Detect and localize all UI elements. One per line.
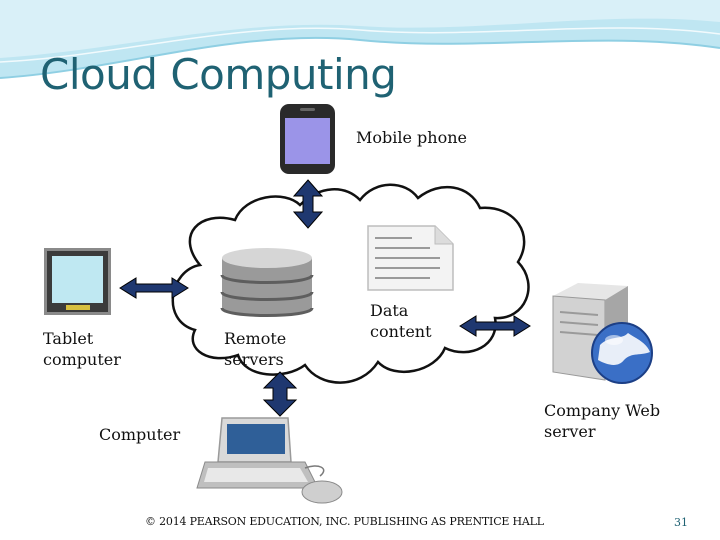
mobile-phone-icon	[280, 104, 335, 174]
label-computer: Computer	[99, 425, 181, 444]
document-icon	[367, 225, 454, 291]
arrow-cloud-computer	[262, 371, 298, 417]
slide-title: Cloud Computing	[40, 50, 397, 99]
header-banner	[0, 0, 720, 79]
tablet-icon	[44, 248, 111, 315]
label-remote-servers: Remote servers	[224, 329, 287, 369]
label-company-web-server: Company Web server	[544, 401, 661, 441]
database-icon	[220, 248, 314, 317]
label-mobile-phone: Mobile phone	[356, 128, 467, 147]
globe-icon	[591, 322, 653, 384]
page-number: 31	[674, 516, 688, 529]
footer-copyright: © 2014 PEARSON EDUCATION, INC. PUBLISHIN…	[145, 515, 544, 528]
arrow-phone-cloud	[292, 179, 324, 229]
arrow-cloud-server	[459, 315, 531, 337]
label-data-content: Data content	[370, 301, 432, 341]
arrow-tablet-cloud	[119, 277, 189, 299]
laptop-icon	[196, 417, 319, 489]
mouse-icon	[301, 465, 343, 504]
label-tablet-computer: Tablet computer	[43, 329, 121, 369]
